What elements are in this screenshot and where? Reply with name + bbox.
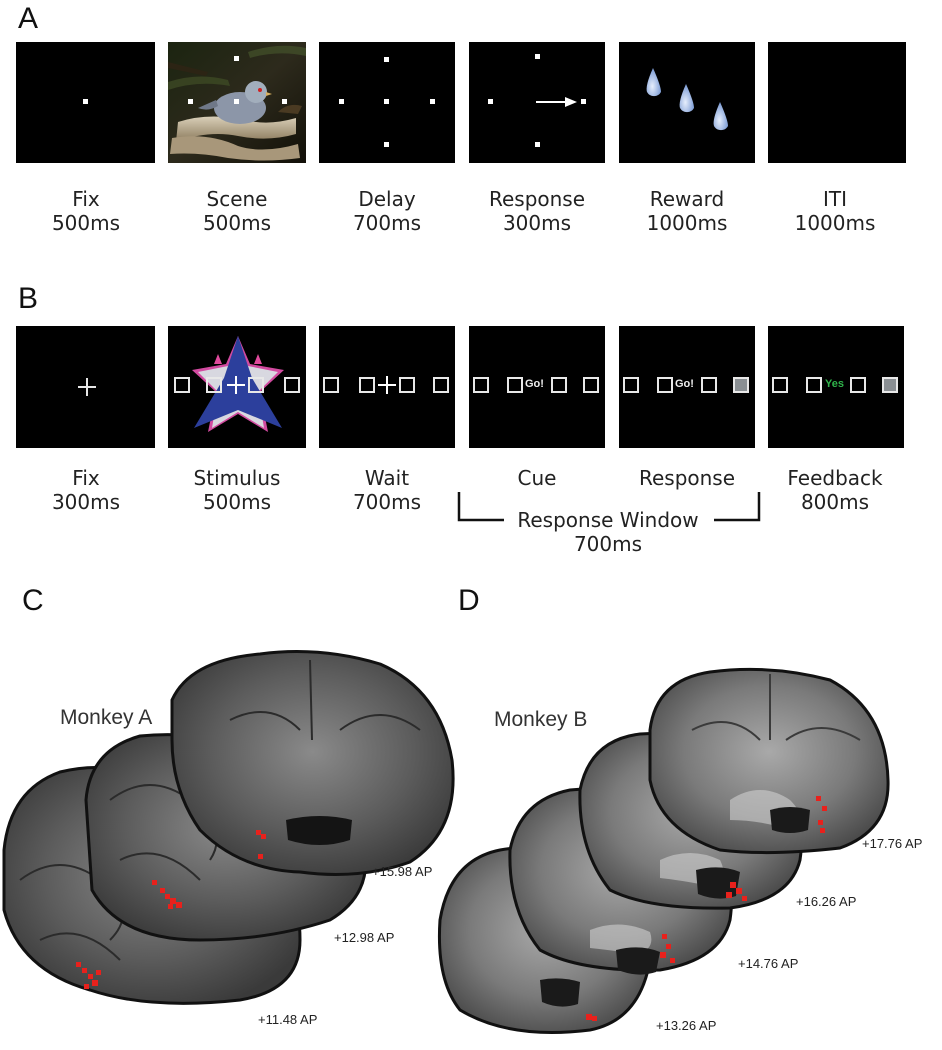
delay-target-dot-bottom [384,142,389,147]
response-target-square-2 [657,377,673,393]
cue-target-square-2 [507,377,523,393]
panel-b-letter: B [18,282,39,315]
panel-c-letter: C [22,584,44,617]
stimulus-target-square-3 [248,377,264,393]
monkey-b-slice-label-3: +14.76 AP [738,956,799,971]
stimulus-target-square-2 [206,377,222,393]
panel-a-letter: A [18,2,39,35]
scene-fixation-dot [234,99,239,104]
monkey-b-mri-slices [437,667,890,1034]
wait-target-square-3 [399,377,415,393]
scene-target-dot-left [188,99,193,104]
panel-a-response-frame [469,42,605,163]
monkey-a-slice-label-2: +12.98 AP [334,930,395,945]
cue-target-square-4 [583,377,599,393]
response-target-dot-bottom [535,142,540,147]
panel-b-wait-frame [319,326,455,448]
feedback-yes-text: Yes [825,378,844,390]
response-target-square-3 [701,377,717,393]
cue-target-square-3 [551,377,567,393]
feedback-target-square-1 [772,377,788,393]
panel-b-feedback-frame: Yes [768,326,904,448]
cue-go-text: Go! [525,378,544,390]
response-window-bracket [457,492,761,522]
panel-a-reward-frame [619,42,755,163]
delay-target-dot-left [339,99,344,104]
delay-target-dot-right [430,99,435,104]
panel-b-response-frame: Go! [619,326,755,448]
panel-b-caption-response: Response [638,466,736,490]
scene-target-dot-top [234,56,239,61]
arrow-right-icon [536,97,577,107]
panel-b-cue-frame: Go! [469,326,605,448]
response-window-duration: 700ms [573,532,643,556]
fixation-cross-icon [78,378,96,396]
monkey-a-label: Monkey A [60,706,153,729]
wait-target-square-2 [359,377,375,393]
response-target-square-1 [623,377,639,393]
fixation-dot [83,99,88,104]
panel-a-scene-frame [168,42,306,163]
panel-b-stimulus-frame [168,326,306,448]
stimulus-target-square-4 [284,377,300,393]
panel-a-fix-frame [16,42,155,163]
delay-fixation-dot [384,99,389,104]
monkey-a-mri-slices [2,650,455,1005]
response-target-dot-left [488,99,493,104]
response-target-dot-right [581,99,586,104]
monkey-a-slice-label-3: +11.48 AP [258,1012,318,1027]
delay-target-dot-top [384,57,389,62]
monkey-a-slice-label-1: +15.98 AP [372,864,433,879]
response-target-dot-top [535,54,540,59]
monkey-b-slice-label-1: +17.76 AP [862,836,923,851]
panel-a-iti-frame [768,42,906,163]
cue-target-square-1 [473,377,489,393]
feedback-selected-square [882,377,898,393]
monkey-b-slice-label-2: +16.26 AP [796,894,857,909]
panel-d-letter: D [458,584,480,617]
stimulus-target-square-1 [174,377,190,393]
response-window-label: Response Window [517,508,699,532]
feedback-target-square-3 [850,377,866,393]
scene-target-dot-right [282,99,287,104]
wait-target-square-4 [433,377,449,393]
water-droplet-icons [646,68,728,131]
stimulus-fixation-cross-icon [227,376,245,394]
wait-fixation-cross-icon [378,376,396,394]
response-selected-square [733,377,749,393]
feedback-target-square-2 [806,377,822,393]
response-go-text: Go! [675,378,694,390]
monkey-b-label: Monkey B [494,708,588,731]
panel-a-delay-frame [319,42,455,163]
wait-target-square-1 [323,377,339,393]
monkey-b-slice-label-4: +13.26 AP [656,1018,717,1033]
panel-b-caption-cue: Cue [517,466,557,490]
panel-b-fix-frame [16,326,155,448]
